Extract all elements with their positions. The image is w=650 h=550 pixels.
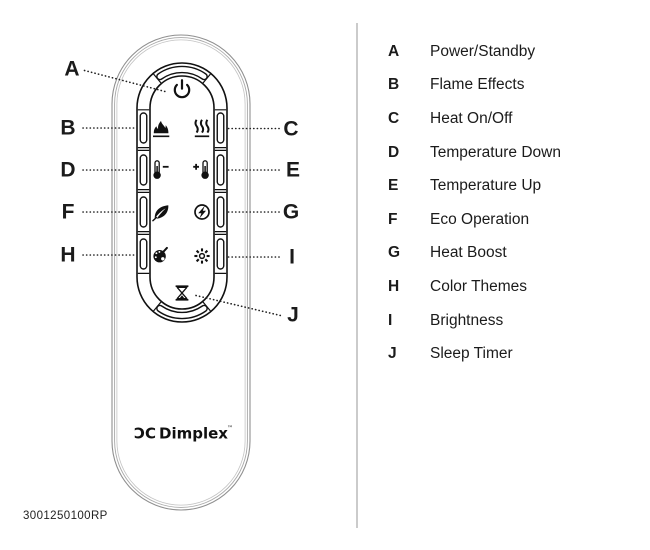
legend-label: Brightness <box>430 311 504 329</box>
bottom-arch-button <box>156 304 208 320</box>
legend-row: J Sleep Timer <box>388 337 618 371</box>
side-button-pill <box>139 238 148 270</box>
trademark-symbol: ™ <box>227 425 233 432</box>
side-button-pill <box>216 238 225 270</box>
power-icon <box>173 79 191 99</box>
side-button-pill <box>139 112 148 144</box>
callout-letter-a: A <box>64 57 80 81</box>
vertical-divider <box>356 23 358 528</box>
thermometer-minus-icon <box>153 160 169 179</box>
callout-letter-j: J <box>287 303 299 327</box>
side-button-pill <box>139 196 148 228</box>
legend-row: E Temperature Up <box>388 169 618 203</box>
legend-label: Power/Standby <box>430 42 536 60</box>
legend-key: C <box>388 109 400 127</box>
side-buttons <box>139 112 225 270</box>
legend-key: H <box>388 277 400 295</box>
palette-icon <box>153 246 168 263</box>
legend: A Power/Standby B Flame Effects C Heat O… <box>388 35 618 371</box>
control-pod <box>136 62 228 323</box>
callout-letter-d: D <box>60 158 76 182</box>
part-number: 3001250100RP <box>23 510 108 522</box>
flame-icon <box>153 120 170 138</box>
heat-waves-icon <box>194 119 210 138</box>
dimplex-logo-mark-icon: ƆC <box>134 425 156 443</box>
thermometer-plus-icon <box>193 160 209 179</box>
brightness-icon <box>194 248 210 264</box>
legend-row: C Heat On/Off <box>388 102 618 136</box>
legend-label: Heat Boost <box>430 244 507 262</box>
leader-lines <box>82 69 282 317</box>
callout-letter-i: I <box>289 245 295 269</box>
top-arch-button <box>156 65 208 81</box>
legend-row: D Temperature Down <box>388 136 618 170</box>
leader-line-a <box>83 69 168 93</box>
callout-letter-e: E <box>285 158 301 182</box>
callout-letter-h: H <box>60 243 76 267</box>
legend-row: H Color Themes <box>388 270 618 304</box>
callout-letter-g: G <box>282 200 300 224</box>
legend-row: A Power/Standby <box>388 35 618 69</box>
side-button-pill <box>216 112 225 144</box>
legend-label: Temperature Up <box>430 177 542 195</box>
legend-label: Eco Operation <box>430 210 530 228</box>
dimplex-wordmark: Dimplex <box>159 425 228 443</box>
legend-key: F <box>388 210 398 228</box>
legend-row: I Brightness <box>388 304 618 338</box>
side-button-pill <box>216 154 225 186</box>
legend-label: Flame Effects <box>430 76 525 94</box>
legend-label: Temperature Down <box>430 143 561 161</box>
callout-letter-c: C <box>283 117 299 141</box>
legend-key: I <box>388 311 393 329</box>
legend-key: J <box>388 345 397 363</box>
legend-key: A <box>388 42 400 60</box>
leaf-icon <box>152 205 169 222</box>
legend-key: B <box>388 76 400 94</box>
legend-row: G Heat Boost <box>388 237 618 271</box>
legend-key: G <box>388 244 401 262</box>
legend-label: Color Themes <box>430 277 528 295</box>
legend-label: Heat On/Off <box>430 109 513 127</box>
legend-label: Sleep Timer <box>430 345 513 363</box>
heat-boost-icon <box>194 204 210 220</box>
side-button-pill <box>139 154 148 186</box>
callout-letter-b: B <box>60 116 76 140</box>
legend-key: D <box>388 143 400 161</box>
legend-row: B Flame Effects <box>388 69 618 103</box>
legend-key: E <box>388 177 399 195</box>
hourglass-icon <box>175 285 189 301</box>
callout-letter-f: F <box>61 200 75 224</box>
side-button-pill <box>216 196 225 228</box>
leader-line-j <box>195 294 282 317</box>
legend-row: F Eco Operation <box>388 203 618 237</box>
